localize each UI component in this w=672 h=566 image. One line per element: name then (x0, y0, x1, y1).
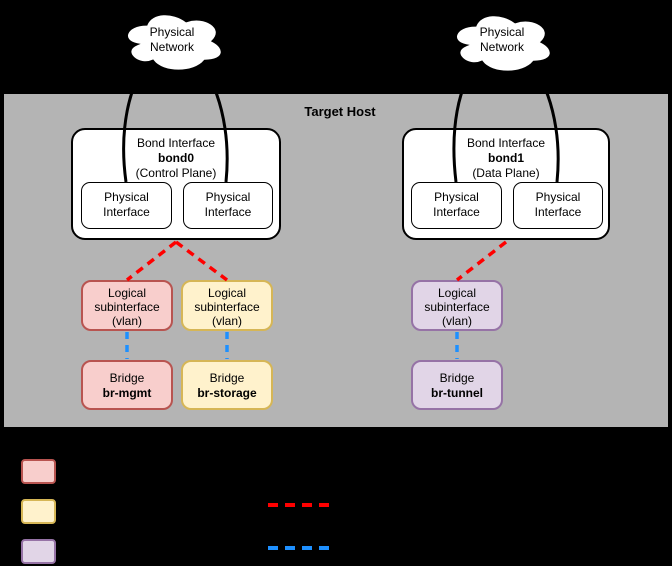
bridge-mgmt-title: Bridge (109, 371, 145, 385)
legend-tunnel-swatch (21, 539, 56, 564)
bridge-storage-title: Bridge (209, 371, 245, 385)
bond1-plane: (Data Plane) (472, 166, 540, 180)
bond0-physical-interface-2: Physical Interface (183, 182, 273, 229)
bridge-storage: Bridge br-storage (181, 360, 273, 410)
subinterface-mgmt: Logical subinterface (vlan) (81, 280, 173, 331)
bond1-physical-interface-1: Physical Interface (411, 182, 502, 229)
bond0-physical-interface-1: Physical Interface (81, 182, 172, 229)
bond1-name: bond1 (488, 151, 524, 165)
legend-mgmt-swatch (21, 459, 56, 484)
bridge-tunnel-name: br-tunnel (431, 386, 483, 400)
cloud-right-label: Physical Network (479, 25, 525, 54)
bond0-name: bond0 (158, 151, 194, 165)
bond0-plane: (Control Plane) (135, 166, 217, 180)
target-host-title: Target Host (304, 104, 376, 119)
subinterface-tunnel: Logical subinterface (vlan) (411, 280, 503, 331)
cloud-left-label: Physical Network (149, 25, 195, 54)
legend-storage-swatch (21, 499, 56, 524)
bridge-mgmt-name: br-mgmt (102, 386, 152, 400)
bond0-title: Bond Interface (136, 136, 216, 150)
subinterface-storage: Logical subinterface (vlan) (181, 280, 273, 331)
bond1-title: Bond Interface (466, 136, 546, 150)
bridge-tunnel: Bridge br-tunnel (411, 360, 503, 410)
bridge-tunnel-title: Bridge (439, 371, 475, 385)
bond1-physical-interface-2: Physical Interface (513, 182, 603, 229)
bridge-storage-name: br-storage (197, 386, 257, 400)
bridge-mgmt: Bridge br-mgmt (81, 360, 173, 410)
